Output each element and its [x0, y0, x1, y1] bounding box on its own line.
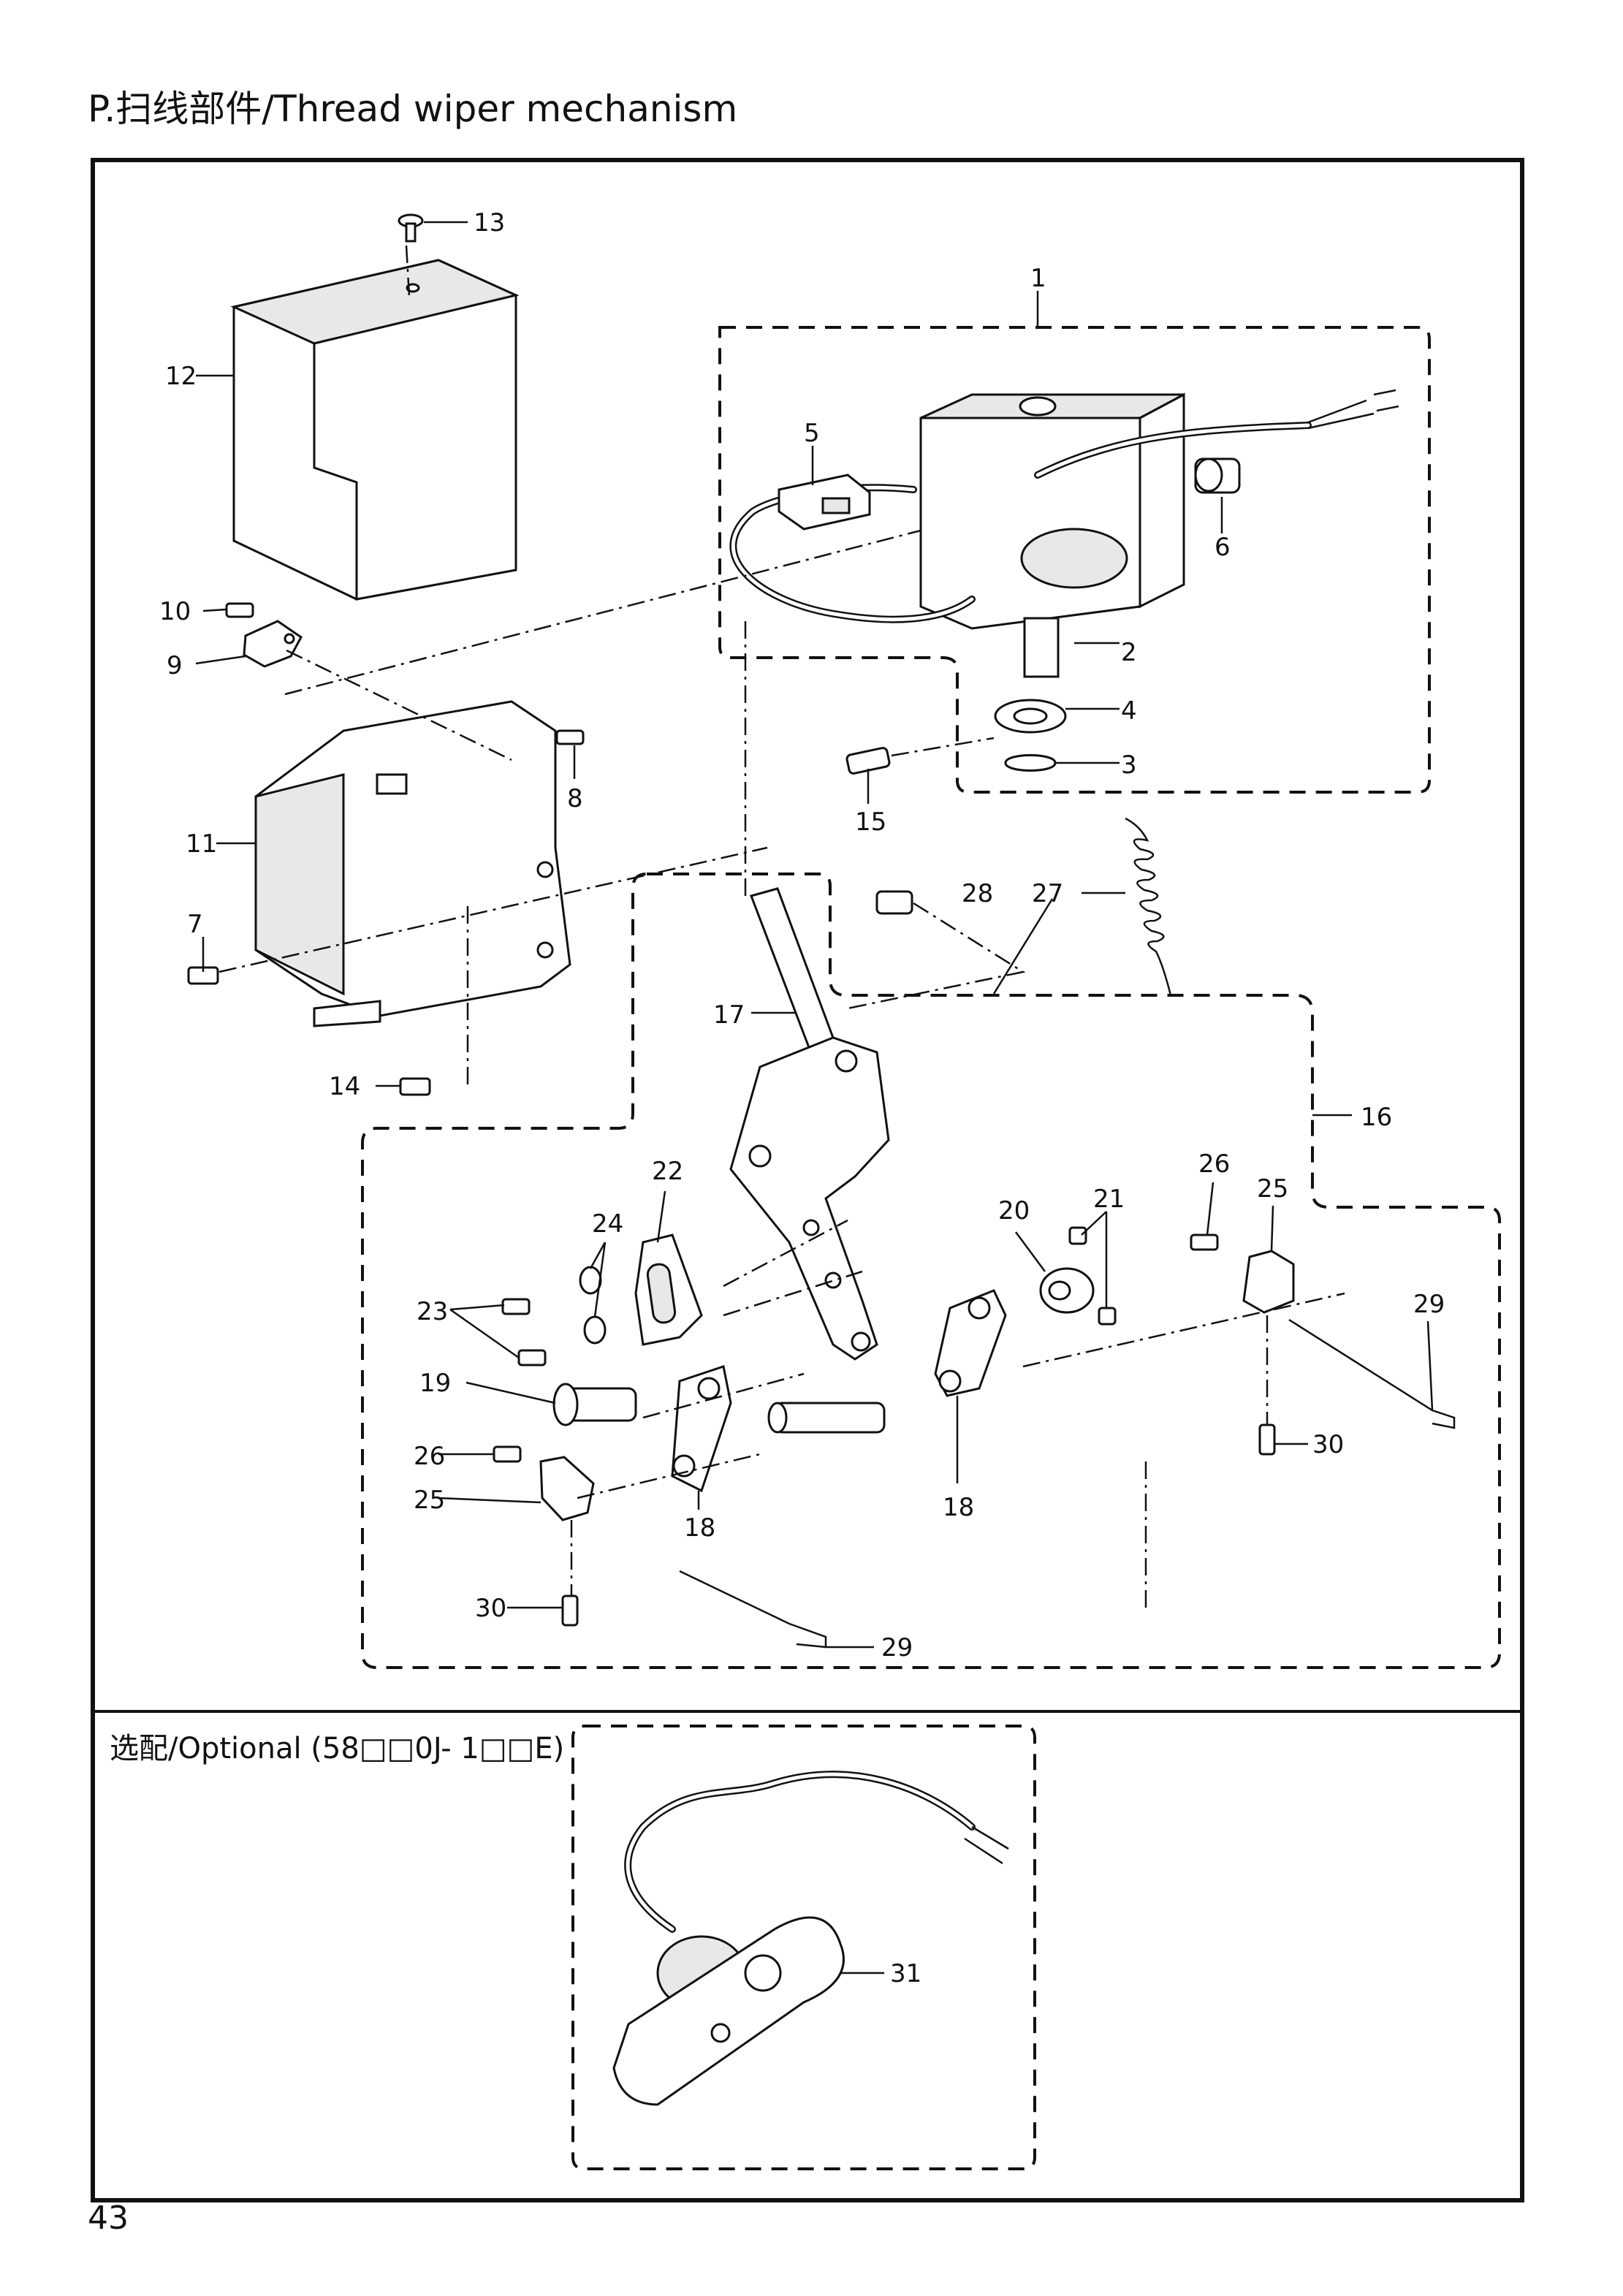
rod-part-29-right	[1288, 1318, 1456, 1429]
callout-25-right: 25	[1257, 1174, 1288, 1204]
callout-24: 24	[592, 1209, 623, 1239]
screw-part-21-b	[1098, 1307, 1117, 1326]
callout-17: 17	[713, 1000, 745, 1030]
screw-part-26-left	[493, 1445, 522, 1463]
page-title: P.扫线部件/Thread wiper mechanism	[88, 88, 738, 130]
screw-part-10	[225, 602, 254, 618]
callout-3: 3	[1121, 750, 1137, 780]
optional-divider	[91, 1710, 1524, 1713]
callout-31: 31	[890, 1959, 921, 1988]
callout-18-left: 18	[684, 1513, 715, 1543]
screw-part-30-right	[1258, 1423, 1276, 1456]
callout-15: 15	[855, 807, 886, 837]
callout-21: 21	[1093, 1185, 1125, 1214]
spring-part-27	[1125, 817, 1172, 996]
assembly-outline-31	[571, 1725, 1036, 2170]
solenoid-part-1	[919, 392, 1185, 678]
assembly-outline-16	[361, 873, 1501, 1669]
screw-part-26-right	[1190, 1233, 1219, 1251]
callout-5: 5	[804, 419, 820, 448]
screw-part-28	[875, 890, 913, 915]
callout-20: 20	[998, 1196, 1030, 1225]
callout-29-right: 29	[1413, 1290, 1445, 1319]
callout-19: 19	[419, 1369, 451, 1398]
callout-4: 4	[1121, 696, 1137, 726]
callout-6: 6	[1215, 533, 1231, 562]
link-part-18-right	[934, 1289, 1007, 1397]
pin-part-19	[552, 1383, 637, 1426]
screw-part-23-b	[517, 1349, 547, 1366]
switch-part-5	[778, 474, 871, 531]
screw-icons	[187, 213, 1276, 1627]
diagram-frame	[91, 158, 1524, 2202]
optional-label: 选配/Optional (58□□0J- 1□□E)	[110, 1732, 565, 1765]
callout-10: 10	[159, 597, 191, 626]
callout-30-right: 30	[1312, 1430, 1344, 1459]
page-number: 43	[88, 2200, 129, 2237]
screw-part-30-left	[561, 1594, 579, 1627]
screw-part-8	[555, 729, 585, 745]
rod-part-29-left	[679, 1570, 827, 1649]
set-screw-part-15	[845, 747, 891, 775]
callout-18-right: 18	[943, 1493, 974, 1522]
callout-27: 27	[1032, 879, 1063, 908]
assembly-outline-1	[718, 326, 1431, 794]
connector-leads-icon	[1307, 389, 1399, 430]
screw-part-14	[399, 1077, 431, 1096]
callout-11: 11	[186, 829, 217, 859]
arm-part-25-left	[539, 1456, 595, 1521]
screw-part-13	[398, 213, 424, 243]
screw-part-21-a	[1068, 1226, 1087, 1245]
screw-part-23-a	[501, 1298, 531, 1315]
callout-23: 23	[417, 1297, 448, 1326]
callout-25-left: 25	[414, 1486, 445, 1515]
callout-9: 9	[167, 651, 183, 680]
callout-13: 13	[474, 208, 505, 237]
callout-30-left: 30	[475, 1594, 506, 1623]
bracket-part-11	[254, 700, 571, 1027]
callout-26-right: 26	[1198, 1149, 1230, 1179]
plunger-part-6	[1194, 457, 1241, 494]
callout-2: 2	[1121, 638, 1137, 667]
callout-8: 8	[567, 784, 583, 813]
clamp-part-9	[243, 620, 303, 668]
callout-16: 16	[1361, 1103, 1392, 1132]
callout-12: 12	[165, 362, 197, 391]
callout-14: 14	[329, 1072, 360, 1101]
callout-1: 1	[1030, 264, 1046, 293]
callout-28: 28	[962, 879, 993, 908]
link-part-22	[634, 1233, 703, 1346]
retaining-ring-part-3	[1004, 754, 1057, 772]
sensor-part-31	[612, 1771, 1009, 2106]
callout-leaders	[195, 221, 1434, 1974]
cover-part-12	[230, 259, 520, 601]
callout-22: 22	[652, 1157, 683, 1186]
lever-part-17	[729, 887, 890, 1361]
link-part-18-left	[671, 1365, 732, 1493]
assembly-centerlines	[218, 245, 1345, 1608]
callout-26-left: 26	[414, 1442, 445, 1471]
washers-part-24	[579, 1266, 607, 1345]
callout-29-left: 29	[881, 1633, 913, 1662]
shaft-pin-center	[767, 1402, 886, 1434]
callout-7: 7	[187, 910, 203, 939]
arm-part-25-right	[1242, 1250, 1295, 1314]
cushion-part-4	[994, 699, 1067, 734]
collar-part-20	[1039, 1267, 1095, 1314]
